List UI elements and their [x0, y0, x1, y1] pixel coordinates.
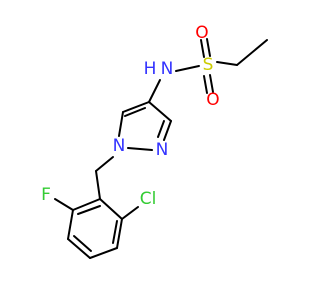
bond-nh-c4 [148, 79, 161, 103]
bond-ar-inner-1 [77, 205, 101, 215]
atom-label-n2: N [156, 140, 169, 160]
bond-ar-c3-c4 [67, 238, 91, 259]
atom-label-f: F [41, 185, 51, 205]
bond-c4-c5 [122, 101, 150, 113]
bond-ar-c1-c2 [72, 198, 101, 211]
atom-label-nh-n: N [161, 59, 174, 79]
bond-ar-cl [121, 206, 139, 220]
bond-c3-c4 [148, 101, 172, 122]
bond-ar-inner-2 [73, 235, 92, 252]
bond-ch3-ch2 [236, 39, 268, 66]
atom-label-cl: Cl [140, 189, 157, 209]
bond-ar-c5-c6 [116, 218, 123, 249]
bond-ar-f [54, 198, 74, 211]
atom-label-s: S [203, 55, 214, 75]
atom-label-layer: N H S O O N N F Cl [41, 23, 220, 209]
bond-n2-c3 [163, 120, 172, 141]
bond-ch2-s [216, 61, 238, 66]
bond-ar-c4-c5 [89, 247, 118, 259]
atom-label-n1: N [113, 136, 126, 156]
atom-label-nh-h: H [144, 59, 157, 79]
bond-c5-n1 [118, 111, 124, 137]
bond-s-o-bot-b [209, 74, 214, 93]
atom-label-o-top: O [195, 23, 208, 43]
bond-ar-inner-3 [112, 220, 118, 244]
bond-n2-c3-double [157, 120, 165, 138]
bond-c4-c5-double [124, 107, 146, 117]
bond-s-o-bot-a [203, 75, 208, 94]
bond-n1-n2 [127, 147, 153, 151]
bond-ar-c6-c1 [99, 198, 123, 220]
bond-s-nh [175, 65, 200, 72]
bond-n1-ch2 [95, 156, 114, 172]
bond-ch2-c1 [95, 170, 101, 200]
bond-s-o-top-a [200, 39, 205, 58]
bond-s-o-top-b [206, 38, 211, 57]
atom-label-o-bottom: O [206, 90, 219, 110]
bond-layer [54, 38, 268, 259]
bond-ar-c2-c3 [67, 209, 74, 240]
molecule-structure: N H S O O N N F Cl [41, 23, 268, 259]
